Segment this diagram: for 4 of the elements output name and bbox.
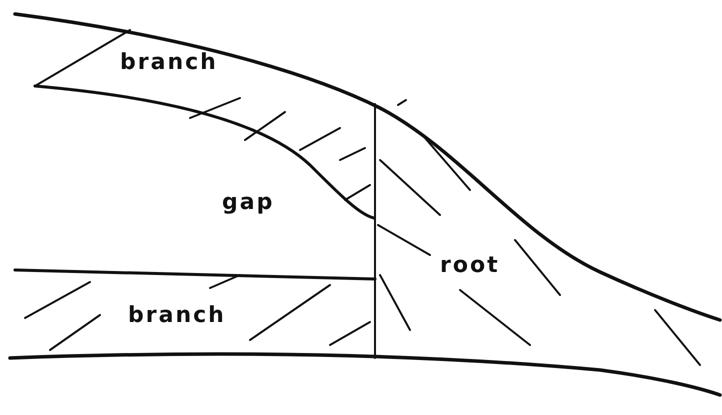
- part-label: root: [440, 255, 500, 277]
- part-label: branch: [120, 52, 218, 74]
- part-label: branch: [128, 305, 226, 327]
- part-label: gap: [222, 192, 274, 214]
